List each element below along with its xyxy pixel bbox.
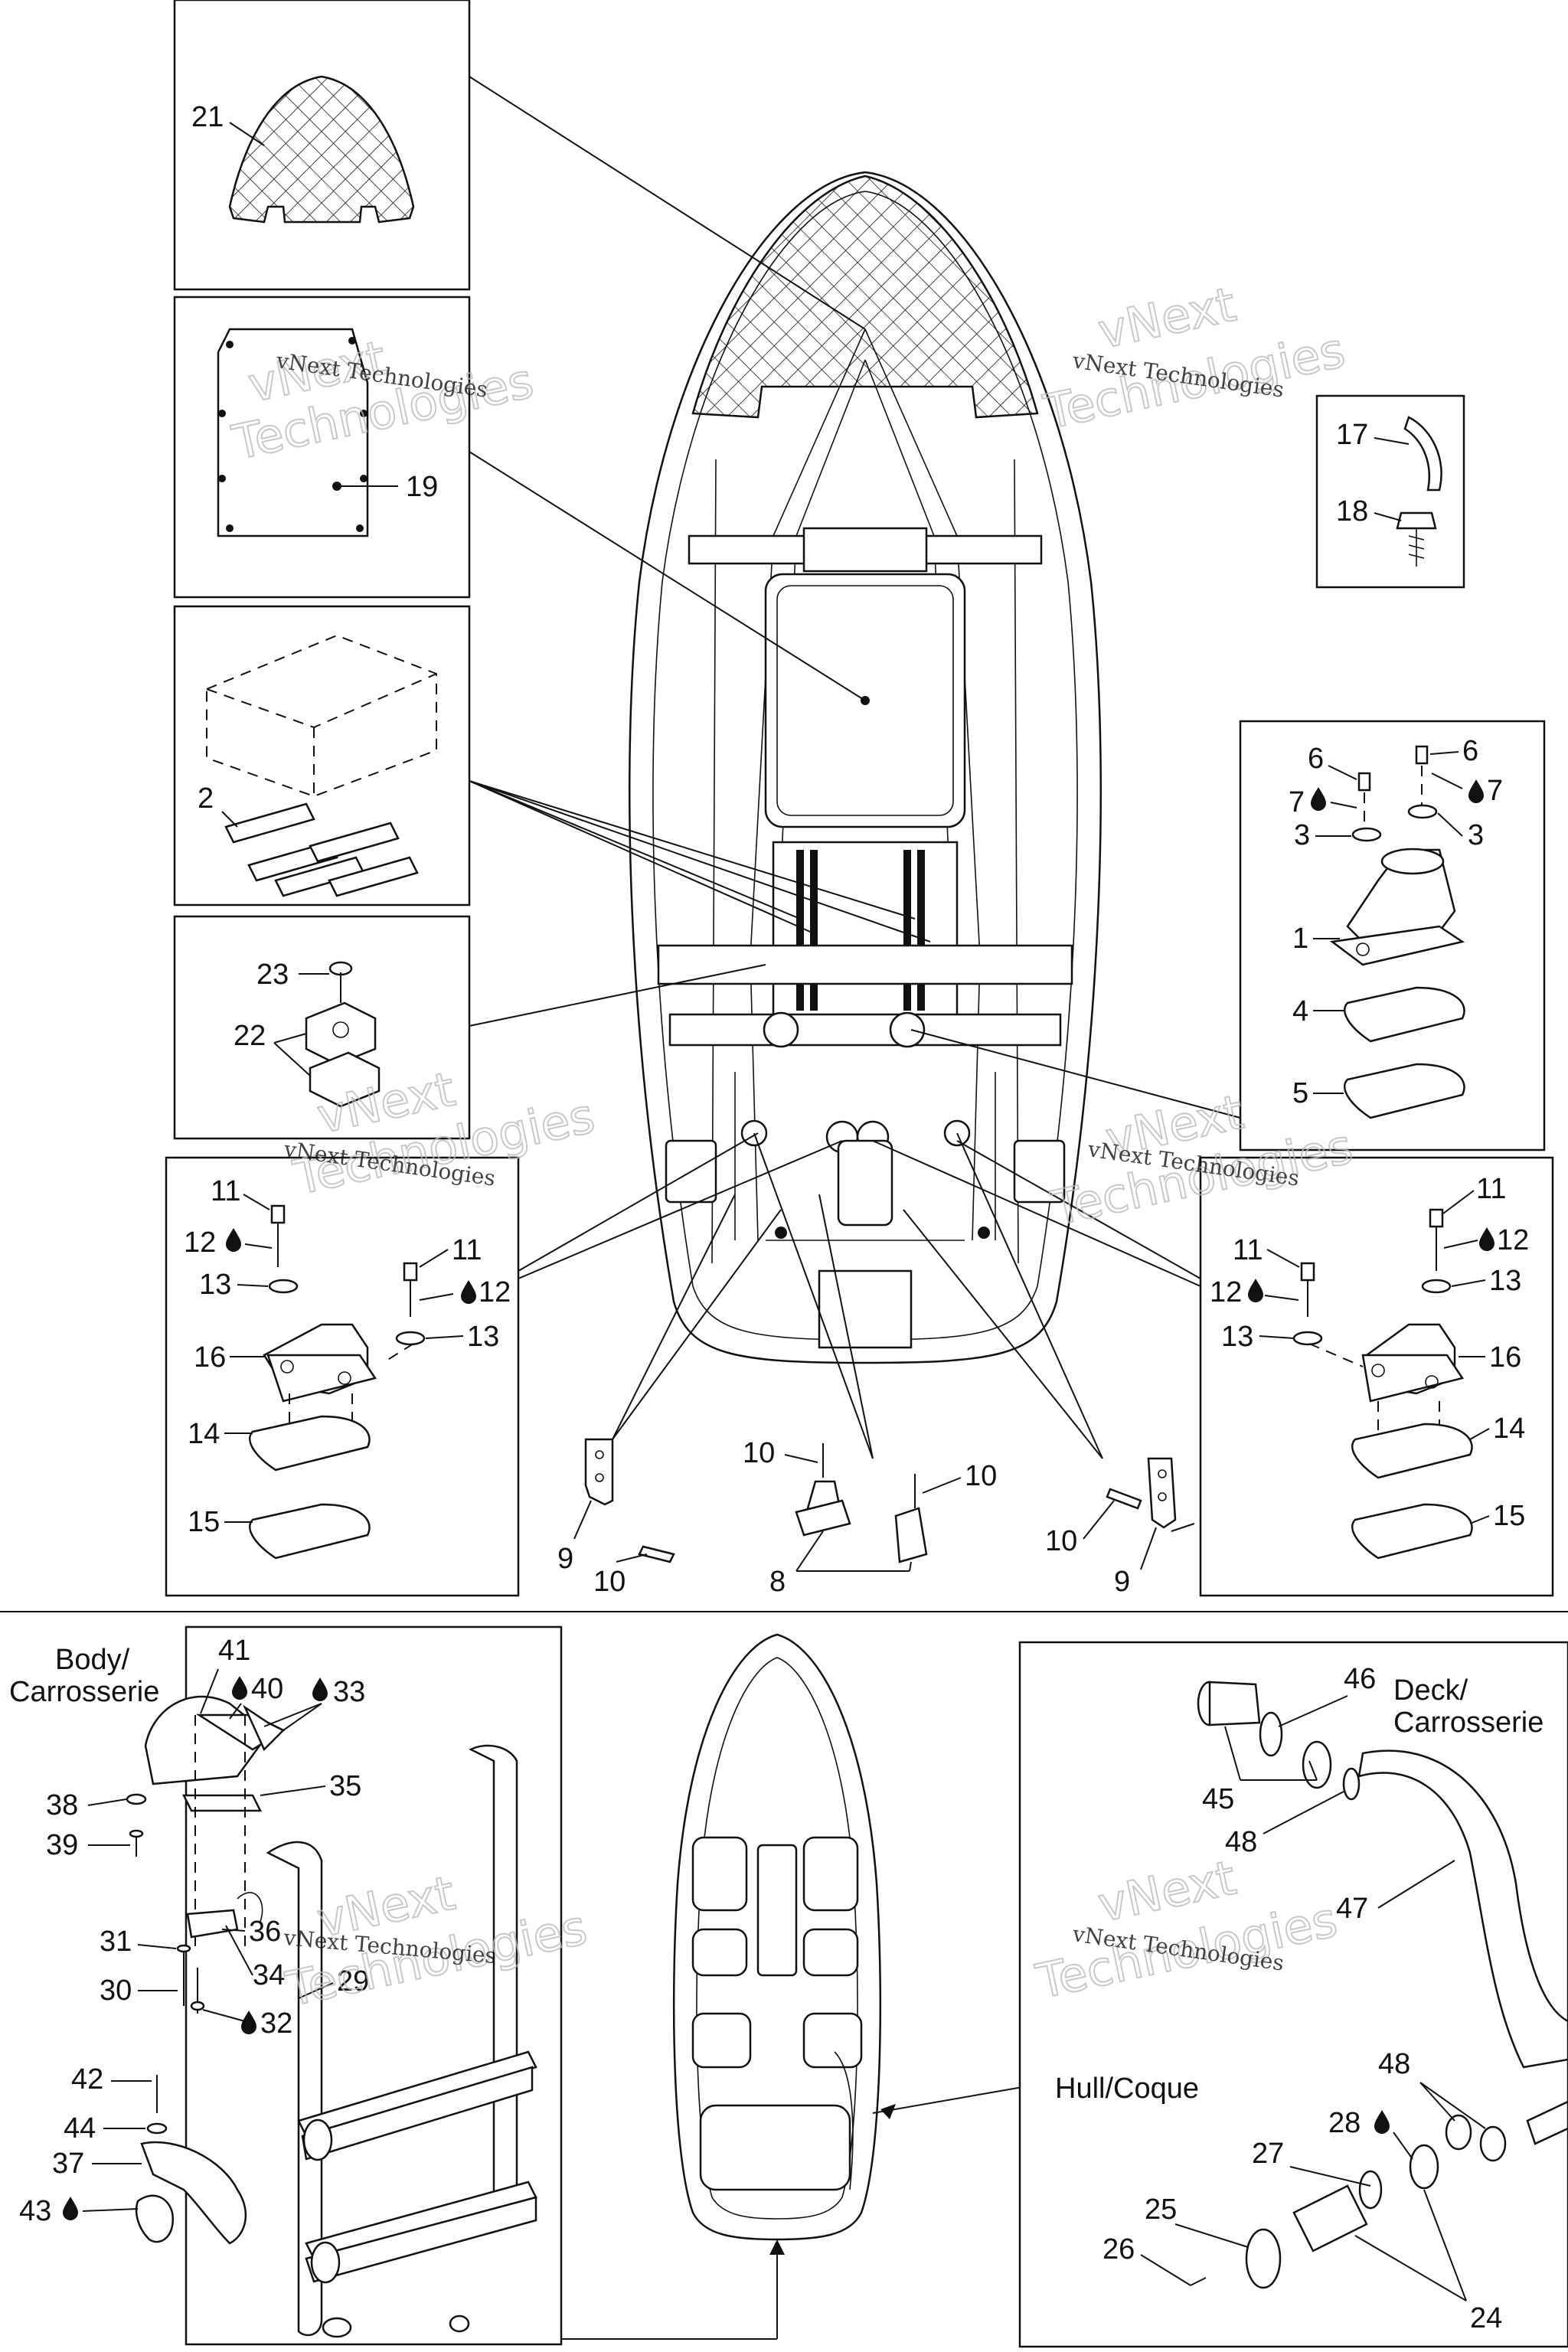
callout-9-b: 9 bbox=[1114, 1566, 1130, 1598]
callout-16-a: 16 bbox=[194, 1341, 226, 1374]
callout-48-b: 48 bbox=[1378, 2048, 1410, 2080]
callout-30: 30 bbox=[100, 1975, 132, 2007]
callout-3-left: 3 bbox=[1294, 819, 1310, 851]
callout-13-a: 13 bbox=[199, 1269, 231, 1301]
callout-33: 33 bbox=[333, 1676, 365, 1708]
label-deck-fr: Carrosserie bbox=[1393, 1707, 1544, 1739]
callout-18: 18 bbox=[1336, 495, 1368, 528]
callout-39: 39 bbox=[46, 1829, 78, 1861]
callout-16-b: 16 bbox=[1489, 1341, 1521, 1374]
callout-27: 27 bbox=[1252, 2138, 1284, 2170]
brackets-8-9-10: 9 10 10 10 8 10 9 bbox=[557, 1132, 1195, 1598]
callout-2: 2 bbox=[198, 782, 214, 815]
callout-37: 37 bbox=[52, 2148, 84, 2180]
callout-19: 19 bbox=[406, 471, 438, 503]
callout-10-c: 10 bbox=[965, 1460, 997, 1492]
callout-47: 47 bbox=[1336, 1893, 1368, 1925]
callout-46: 46 bbox=[1344, 1663, 1376, 1695]
callout-41: 41 bbox=[218, 1635, 250, 1667]
inset-bumper-block: 23 22 bbox=[173, 915, 766, 1140]
label-body-fr: Carrosserie bbox=[9, 1676, 159, 1708]
callout-5: 5 bbox=[1292, 1077, 1308, 1109]
inset-engine-mount: 6 7 3 6 7 3 1 4 5 bbox=[910, 720, 1546, 1152]
callout-43: 43 bbox=[19, 2195, 51, 2227]
callout-17: 17 bbox=[1336, 419, 1368, 451]
drain-hose-panel: 46 Deck/ Carrosserie 45 48 47 Hull/Coque… bbox=[1018, 1641, 1568, 2348]
callout-36: 36 bbox=[249, 1916, 281, 1948]
callout-31: 31 bbox=[100, 1926, 132, 1958]
callout-42: 42 bbox=[71, 2063, 103, 2096]
inset-right-mount: 11 12 13 11 12 13 16 14 15 bbox=[872, 1140, 1554, 1597]
callout-11-b: 11 bbox=[452, 1234, 482, 1266]
callout-15-b: 15 bbox=[1493, 1500, 1525, 1532]
callout-12-c: 12 bbox=[1497, 1224, 1529, 1256]
callout-13-d: 13 bbox=[1221, 1321, 1253, 1353]
callout-22: 22 bbox=[234, 1020, 266, 1052]
boat-overview bbox=[561, 1633, 1050, 2340]
callout-10-b: 10 bbox=[743, 1437, 775, 1469]
callout-14-a: 14 bbox=[188, 1418, 220, 1450]
callout-8: 8 bbox=[769, 1566, 786, 1598]
callout-6-left: 6 bbox=[1308, 743, 1324, 775]
inset-clamp-screw: 17 18 bbox=[1315, 394, 1465, 589]
callout-44: 44 bbox=[64, 2112, 96, 2145]
callout-34: 34 bbox=[253, 1959, 285, 1991]
callout-25: 25 bbox=[1145, 2194, 1177, 2226]
callout-12-a: 12 bbox=[184, 1227, 216, 1259]
callout-1: 1 bbox=[1292, 923, 1308, 955]
callout-28: 28 bbox=[1328, 2107, 1361, 2139]
callout-35: 35 bbox=[329, 1770, 361, 1802]
inset-bow-pad: 21 bbox=[173, 0, 866, 330]
callout-13-b: 13 bbox=[467, 1321, 499, 1353]
inset-left-mount: 11 12 13 11 12 13 16 14 15 bbox=[165, 1132, 843, 1597]
label-hull: Hull/Coque bbox=[1055, 2073, 1199, 2105]
callout-3-right: 3 bbox=[1468, 819, 1484, 851]
callout-9-a: 9 bbox=[557, 1543, 573, 1575]
callout-4: 4 bbox=[1292, 995, 1308, 1027]
callout-11-c: 11 bbox=[1476, 1173, 1506, 1205]
callout-7-right: 7 bbox=[1487, 775, 1503, 807]
callout-13-c: 13 bbox=[1489, 1265, 1521, 1297]
callout-29: 29 bbox=[337, 1965, 369, 1998]
callout-14-b: 14 bbox=[1493, 1413, 1525, 1445]
label-deck: Deck/ bbox=[1393, 1674, 1468, 1707]
callout-11-a: 11 bbox=[211, 1175, 240, 1207]
callout-32: 32 bbox=[260, 2007, 292, 2040]
callout-48-a: 48 bbox=[1225, 1826, 1257, 1858]
inset-foam-block: 2 bbox=[173, 605, 931, 942]
callout-11-d: 11 bbox=[1233, 1234, 1263, 1266]
callout-26: 26 bbox=[1102, 2233, 1135, 2265]
label-body: Body/ bbox=[55, 1644, 130, 1676]
callout-24: 24 bbox=[1470, 2302, 1502, 2334]
callout-45: 45 bbox=[1202, 1783, 1234, 1815]
callout-6-right: 6 bbox=[1462, 735, 1478, 767]
callout-12-d: 12 bbox=[1210, 1276, 1242, 1308]
callout-21: 21 bbox=[191, 101, 224, 133]
callout-10-d: 10 bbox=[1045, 1525, 1077, 1557]
callout-23: 23 bbox=[256, 959, 289, 991]
callout-12-b: 12 bbox=[479, 1276, 511, 1308]
boarding-ladder-panel: Body/ Carrosserie 41 bbox=[9, 1625, 563, 2346]
callout-15-a: 15 bbox=[188, 1506, 220, 1538]
callout-10-a: 10 bbox=[593, 1566, 626, 1598]
callout-7-left: 7 bbox=[1289, 786, 1305, 818]
inset-hatch-cover: 19 bbox=[173, 296, 866, 701]
callout-40: 40 bbox=[251, 1673, 283, 1705]
callout-38: 38 bbox=[46, 1789, 78, 1821]
hull-top-view bbox=[628, 171, 1102, 1364]
